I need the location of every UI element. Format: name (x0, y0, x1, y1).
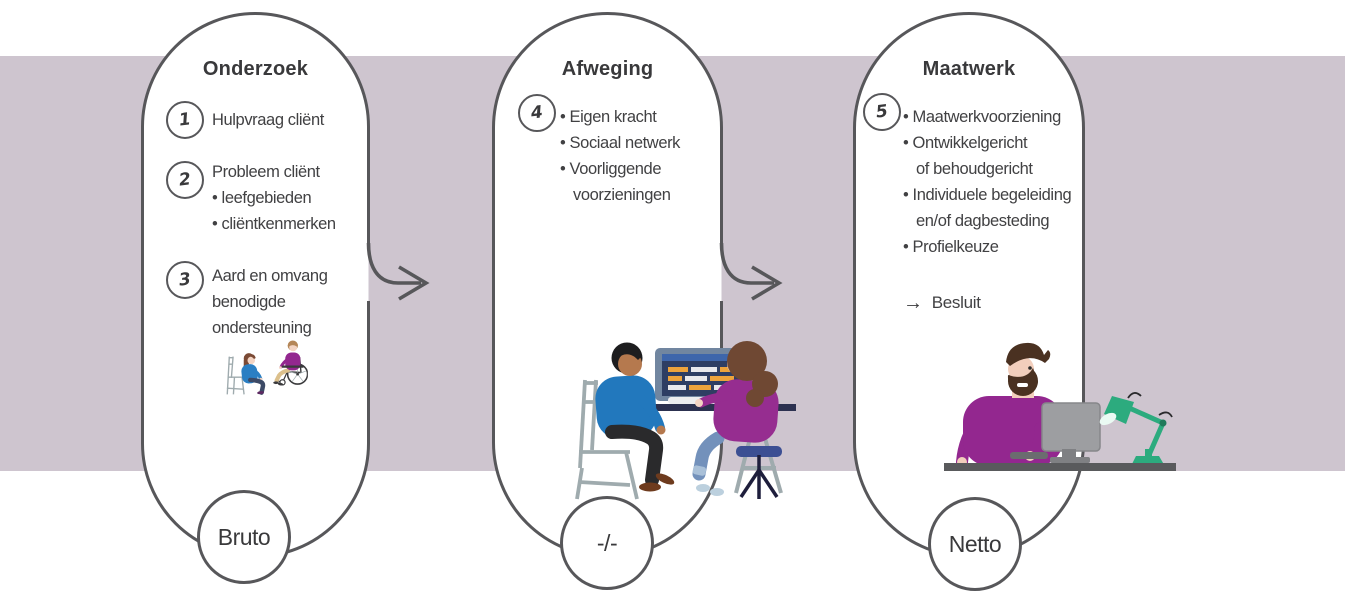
step-number-2: 2 (166, 161, 204, 199)
step-line: • Profielkeuze (903, 238, 999, 256)
desk-lamp-icon (1099, 392, 1173, 468)
desk-icon (944, 463, 1176, 471)
step-line: benodigde (212, 293, 286, 311)
step-line: en/of dagbesteding (916, 212, 1050, 230)
badge-bruto: Bruto (197, 490, 291, 584)
stool-icon (736, 446, 782, 499)
stage-card-onderzoek: Onderzoek 1 Hulpvraag cliënt 2 Probleem … (141, 12, 370, 558)
arrow-right-icon: → (903, 292, 923, 314)
step-line: • Sociaal netwerk (560, 134, 681, 152)
decision-label: Besluit (931, 293, 981, 312)
step-line: ondersteuning (212, 319, 312, 337)
step-number-3: 3 (166, 261, 204, 299)
chair-icon (575, 379, 639, 500)
step-text-4: • Eigen kracht • Sociaal netwerk • Voorl… (560, 104, 680, 208)
step-line: • Maatwerkvoorziening (903, 108, 1061, 126)
step-line: Probleem cliënt (212, 163, 320, 181)
step-line: Hulpvraag cliënt (212, 111, 324, 129)
keyboard-icon (1010, 452, 1048, 459)
assessment-computer-illustration (575, 341, 796, 500)
step-number-4: 4 (518, 94, 556, 132)
step-line: • Individuele begeleiding (903, 186, 1072, 204)
person-consultant (241, 353, 266, 395)
step-line: voorzieningen (573, 186, 671, 204)
step-line: • Ontwikkelgericht (903, 134, 1028, 152)
step-number-1: 1 (166, 101, 204, 139)
step-text-3: Aard en omvang benodigde ondersteuning (212, 263, 328, 341)
badge-minus: -/- (560, 496, 654, 590)
caseworker-desk-illustration (944, 342, 1176, 471)
stage-title: Afweging (561, 58, 654, 80)
client-interview-wheelchair-illustration (226, 340, 308, 395)
stage-title: Onderzoek (202, 58, 309, 80)
monitor-icon (1041, 402, 1101, 463)
step-text-5: • Maatwerkvoorziening • Ontwikkelgericht… (903, 104, 1072, 260)
step-text-2: Probleem cliënt • leefgebieden • cliëntk… (212, 159, 336, 237)
person-advisor-female (692, 341, 779, 496)
step-line: of behoudgericht (916, 160, 1033, 178)
chair-icon (226, 356, 245, 395)
step-text-1: Hulpvraag cliënt (212, 107, 324, 133)
smile (1017, 383, 1028, 387)
stage-title: Maatwerk (922, 58, 1016, 80)
step-line: Aard en omvang (212, 267, 328, 285)
person-client-wheelchair (273, 340, 304, 386)
step-line: • Eigen kracht (560, 108, 657, 126)
badge-netto: Netto (928, 497, 1022, 591)
person-advisor-male (595, 342, 675, 492)
step-line: • leefgebieden (212, 189, 312, 207)
stage-card-afweging: Afweging 4 • Eigen kracht • Sociaal netw… (492, 12, 723, 558)
step-line: • Voorliggende (560, 160, 662, 178)
step-number-5: 5 (863, 93, 901, 131)
step-line: • cliëntkenmerken (212, 215, 336, 233)
decision-row: → Besluit (903, 293, 981, 313)
